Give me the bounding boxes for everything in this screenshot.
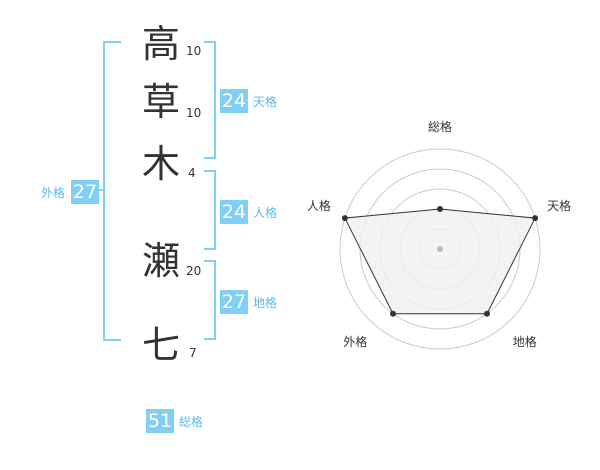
soukaku-value: 51 [146, 409, 174, 433]
radar-point [437, 206, 443, 212]
radar-point [341, 215, 348, 222]
jinkaku-label: 人格 [253, 206, 278, 220]
radar-axis-label: 人格 [307, 198, 331, 213]
soukaku-label: 総格 [179, 415, 204, 429]
gaikaku-bracket [103, 41, 121, 341]
jinkaku-bracket [204, 170, 216, 250]
chikaku-value: 27 [220, 290, 248, 314]
radar-point [484, 310, 491, 317]
radar-point [389, 310, 396, 317]
radar-point [532, 215, 539, 222]
stroke-count-5: 7 [189, 346, 197, 360]
name-char-2: 草 [141, 80, 180, 124]
name-char-4: 瀬 [141, 239, 180, 283]
name-char-5: 七 [141, 323, 180, 367]
tenkaku-value: 24 [220, 89, 248, 113]
stroke-count-1: 10 [186, 44, 202, 58]
jinkaku-value: 24 [220, 200, 248, 224]
tenkaku-bracket [204, 41, 216, 159]
radar-ring [339, 148, 541, 350]
gaikaku-value: 27 [71, 180, 99, 204]
radar-axis-label: 地格 [513, 334, 537, 349]
stroke-count-3: 4 [188, 166, 196, 180]
radar-axis-label: 天格 [547, 198, 571, 213]
chikaku-label: 地格 [253, 296, 278, 310]
stroke-count-4: 20 [186, 264, 202, 278]
tenkaku-label: 天格 [253, 95, 278, 109]
gaikaku-label: 外格 [41, 186, 66, 200]
radar-axis-label: 総格 [428, 119, 452, 134]
radar-polygon [344, 208, 536, 315]
radar-center-dot [437, 246, 443, 252]
chikaku-bracket [204, 260, 216, 340]
stroke-count-2: 10 [186, 106, 202, 120]
name-char-1: 高 [141, 22, 180, 66]
radar-axis-label: 外格 [343, 334, 367, 349]
name-char-3: 木 [141, 142, 180, 186]
